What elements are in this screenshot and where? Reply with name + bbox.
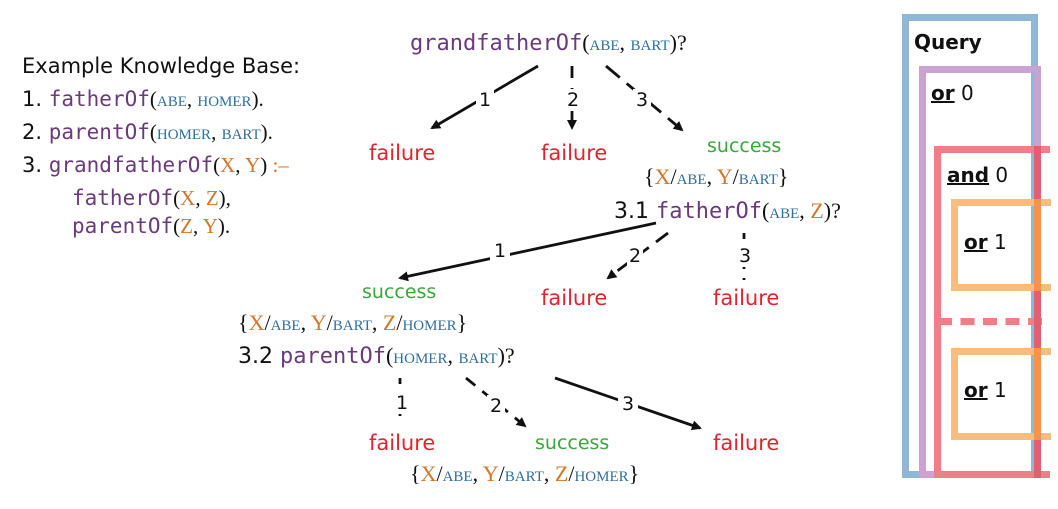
success-node: success — [362, 281, 437, 303]
edge-label-1: 1 — [476, 89, 495, 111]
constant: bart — [458, 343, 498, 368]
failure-node: failure — [541, 141, 608, 165]
kb-rule-body-1: fatherOf(X, Z), — [72, 186, 231, 210]
edge-label-2: 2 — [487, 395, 506, 417]
and-0-box — [934, 146, 1050, 478]
kb-fact-2: 2. parentOf(homer, bart). — [22, 120, 273, 144]
rule-symbol: :– — [272, 153, 289, 177]
predicate: fatherOf — [656, 199, 762, 224]
success-node: success — [707, 135, 782, 157]
predicate: parentOf — [48, 120, 150, 144]
root-goal: grandfatherOf(abe, bart)? — [410, 30, 687, 56]
variable: Y — [245, 153, 261, 177]
variable: Z — [180, 214, 193, 238]
edge-label-2: 2 — [627, 245, 644, 267]
constant: homer — [197, 87, 252, 111]
substitution-3: {X/abe, Y/bart, Z/homer} — [410, 461, 640, 486]
or-0-box-right — [1034, 66, 1041, 146]
or-1-label: or 1 — [964, 230, 1007, 254]
and-0-label: and 0 — [947, 163, 1009, 187]
constant: bart — [630, 30, 670, 55]
kb-rule-body-2: parentOf(Z, Y). — [72, 214, 231, 238]
edge-label-3: 3 — [737, 245, 754, 267]
constant: abe — [769, 198, 800, 223]
or-1-label: or 1 — [964, 378, 1007, 402]
variable: X — [220, 153, 236, 177]
or-0-label: or 0 — [931, 81, 974, 105]
edge-arrow — [398, 221, 657, 282]
or-1-box-bottom — [951, 348, 1051, 440]
failure-node: failure — [369, 141, 436, 165]
failure-node: failure — [713, 286, 780, 310]
kb-number: 2. — [22, 120, 43, 144]
edge-label-2: 2 — [565, 89, 582, 111]
subgoal-3-1: 3.1 fatherOf(abe, Z)? — [614, 198, 841, 224]
kb-fact-1: 1. fatherOf(abe, homer). — [22, 87, 264, 111]
substitution-1: {X/abe, Y/bart} — [644, 164, 789, 189]
constant: bart — [221, 120, 261, 144]
dashed-separator — [938, 318, 1042, 325]
edge-label-3: 3 — [633, 89, 652, 111]
or-keyword: or — [964, 378, 988, 402]
variable: Z — [205, 186, 219, 210]
subgoal-3-2: 3.2 parentOf(homer, bart)? — [238, 343, 515, 369]
substitution-2: {X/abe, Y/bart, Z/homer} — [238, 310, 468, 335]
kb-number: 3. — [22, 153, 43, 177]
predicate: fatherOf — [72, 186, 174, 210]
constant: abe — [156, 87, 187, 111]
edge-label-1: 1 — [490, 240, 511, 262]
edge-arrow — [465, 376, 527, 428]
or-keyword: or — [931, 81, 955, 105]
success-node: success — [535, 432, 610, 454]
variable: Z — [810, 198, 824, 223]
predicate: grandfatherOf — [48, 153, 214, 177]
failure-node: failure — [713, 431, 780, 455]
failure-node: failure — [369, 431, 436, 455]
or-1-box-right — [1034, 199, 1041, 291]
variable: X — [180, 186, 196, 210]
query-label: Query — [914, 30, 982, 54]
failure-node: failure — [541, 286, 608, 310]
edge-label-3: 3 — [618, 393, 639, 415]
or-1-box-right — [1034, 348, 1041, 440]
constant: abe — [589, 30, 620, 55]
and-0-box-right — [1034, 146, 1041, 478]
edge-label-1: 1 — [394, 392, 411, 414]
kb-rule-3: 3. grandfatherOf(X, Y) :– — [22, 153, 289, 177]
predicate: parentOf — [72, 214, 174, 238]
edge-arrow — [605, 64, 684, 132]
kb-title: Example Knowledge Base: — [22, 54, 301, 78]
or-1-box-top — [951, 199, 1051, 291]
predicate: parentOf — [280, 344, 386, 369]
variable: Y — [202, 214, 218, 238]
constant: homer — [393, 343, 448, 368]
or-keyword: or — [964, 230, 988, 254]
constant: homer — [156, 120, 212, 144]
kb-number: 1. — [22, 87, 43, 111]
predicate: fatherOf — [48, 87, 150, 111]
predicate: grandfatherOf — [410, 31, 583, 56]
and-keyword: and — [947, 163, 990, 187]
